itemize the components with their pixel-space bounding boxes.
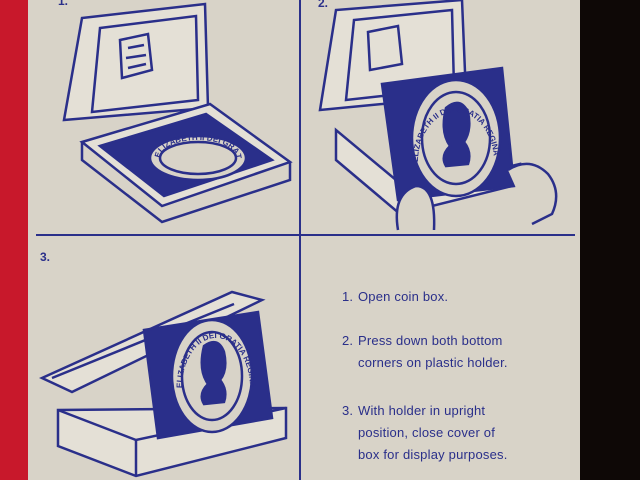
open-box-illustration [62,2,293,224]
panel-grid [36,0,575,480]
instruction-line: position, close cover of [358,425,496,440]
step-number-2: 2. [318,0,329,10]
step-number-1: 1. [58,0,69,8]
instruction-line: With holder in upright [358,403,486,418]
instruction-1: 1. Open coin box. [342,286,448,308]
instruction-2: 2. Press down both bottom corners on plas… [342,330,508,374]
instruction-line: Open coin box. [358,289,449,304]
instruction-number: 3. [342,403,354,418]
instruction-line: corners on plastic holder. [358,355,508,370]
instruction-number: 1. [342,289,354,304]
instruction-number: 2. [342,333,354,348]
step-number-3: 3. [40,250,51,264]
dark-background [572,0,640,480]
instruction-line: box for display purposes. [358,447,508,462]
instruction-line: Press down both bottom [358,333,503,348]
holder-press-illustration [318,0,558,231]
display-position-illustration [39,290,288,478]
instruction-3: 3. With holder in upright position, close… [342,400,508,466]
